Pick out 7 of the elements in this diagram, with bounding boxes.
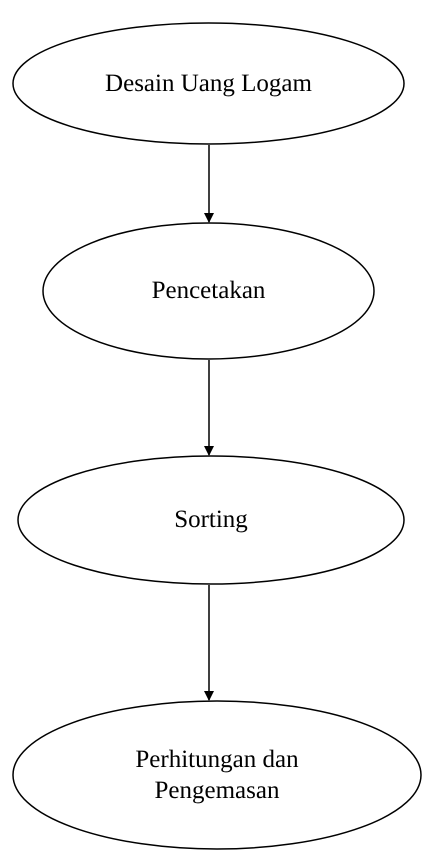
node-label: Sorting (174, 505, 248, 536)
node-label: Desain Uang Logam (105, 68, 312, 99)
arrow (204, 145, 214, 223)
node-label: Perhitungan dan Pengemasan (134, 744, 300, 806)
arrow (204, 585, 214, 701)
node-label: Pencetakan (152, 276, 266, 306)
arrow (204, 360, 214, 456)
